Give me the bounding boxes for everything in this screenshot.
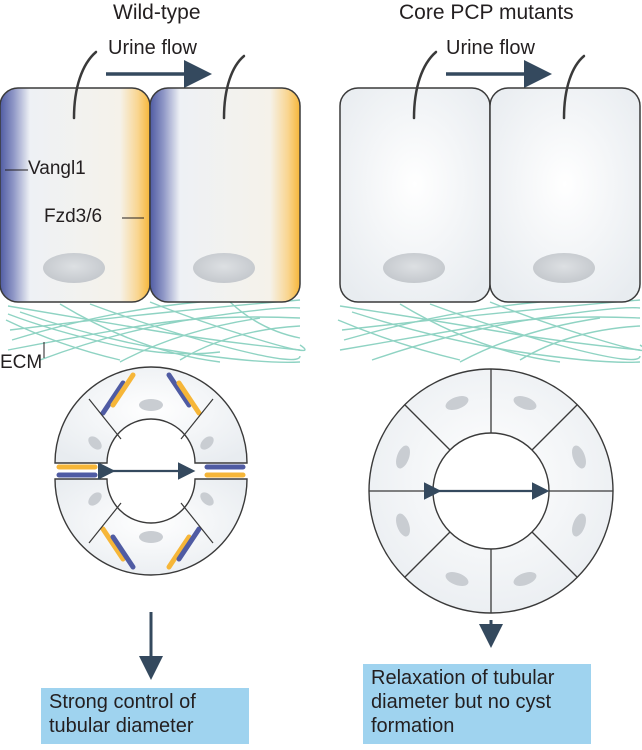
ecm-fibers <box>337 299 642 363</box>
polarity-bars <box>56 372 246 570</box>
ecm-label: ECM <box>0 352 43 373</box>
nucleus <box>383 253 445 283</box>
mutant-title: Core PCP mutants <box>399 1 574 24</box>
nucleus <box>533 253 595 283</box>
wt-outcome-box: Strong control of tubular diameter <box>41 688 249 744</box>
cilium <box>72 50 98 120</box>
nucleus <box>193 253 255 283</box>
nucleus <box>88 436 102 450</box>
ecm-fibers <box>5 299 306 363</box>
mutant-panel <box>337 50 642 648</box>
wt-flow-label: Urine flow <box>108 37 197 59</box>
mutant-tubule-ring <box>368 368 614 614</box>
wildtype-title: Wild-type <box>113 1 201 24</box>
mutant-cell-right <box>489 87 641 303</box>
cilium <box>222 54 246 120</box>
mutant-outcome-box: Relaxation of tubular diameter but no cy… <box>363 664 591 744</box>
nucleus <box>200 492 214 506</box>
vangl-label: Vangl1 <box>28 158 86 179</box>
nucleus <box>88 492 102 506</box>
fzd-label: Fzd3/6 <box>44 206 103 227</box>
mutant-flow-label: Urine flow <box>446 37 535 59</box>
cilium <box>562 54 586 120</box>
ring-half <box>54 366 248 464</box>
cell-borders <box>88 398 214 544</box>
cell-borders <box>369 369 613 613</box>
nucleus <box>139 399 163 411</box>
wt-tubule-ring <box>54 366 248 576</box>
cilium <box>412 50 438 120</box>
wildtype-panel <box>0 50 306 680</box>
nucleus <box>200 436 214 450</box>
nucleus <box>139 531 163 543</box>
nucleus <box>43 253 105 283</box>
ring-half <box>54 478 248 576</box>
nuclei <box>396 396 586 586</box>
wt-cell-right <box>149 87 301 303</box>
